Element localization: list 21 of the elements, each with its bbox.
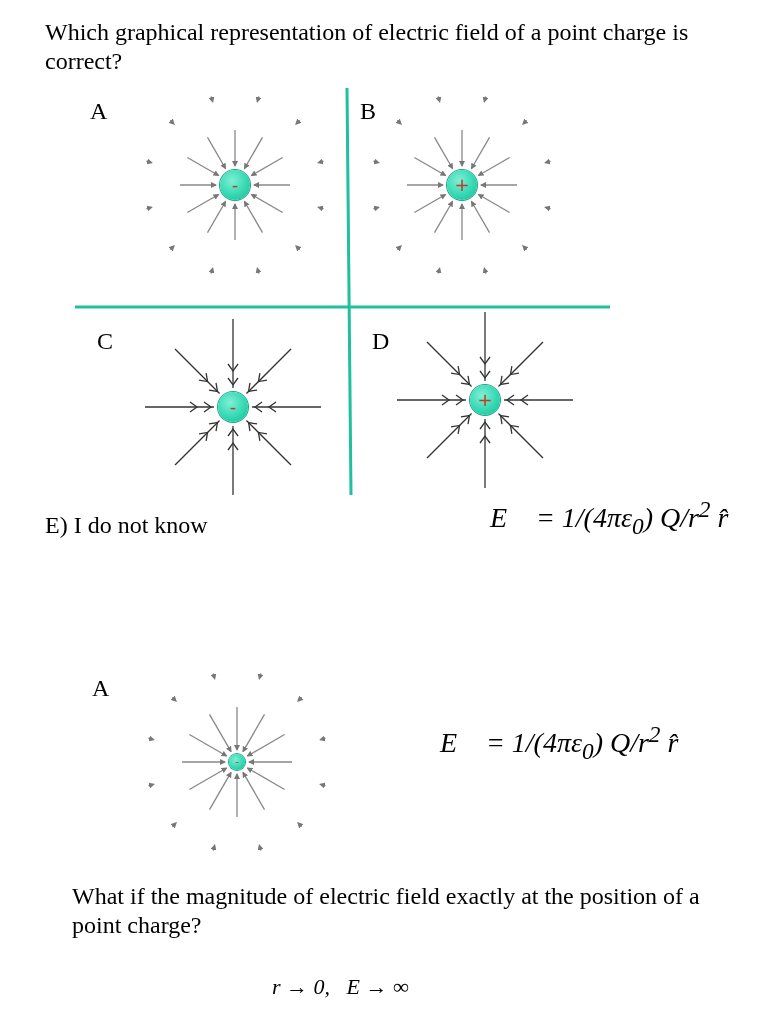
point-charge bbox=[447, 170, 477, 200]
charge-sign: + bbox=[477, 391, 493, 409]
question-text: What if the magnitude of electric field exactly at the position of a point charge? bbox=[72, 882, 701, 940]
charge-sign: - bbox=[231, 176, 239, 194]
charge-sign: - bbox=[235, 757, 239, 767]
point-charge bbox=[470, 385, 500, 415]
answer-option: E) I do not know bbox=[45, 511, 208, 540]
point-charge bbox=[220, 170, 250, 200]
panel-letter: B bbox=[360, 97, 376, 126]
panel-letter: A bbox=[90, 97, 108, 126]
panel-letter: D bbox=[372, 327, 390, 356]
formula: E⃗ = 1/(4πε$_{0}$) Q/r$^{2}$ r̂ bbox=[490, 495, 729, 541]
point-charge bbox=[218, 392, 248, 422]
question-text: Which graphical representation of electric field of a point charge is correct? bbox=[45, 18, 690, 76]
formula: r → 0, E → ∞ bbox=[272, 973, 409, 1001]
formula: E⃗ = 1/(4πε$_{0}$) Q/r$^{2}$ r̂ bbox=[440, 720, 679, 766]
point-charge bbox=[229, 754, 245, 770]
panel-letter: A bbox=[92, 674, 110, 703]
charge-sign: - bbox=[229, 398, 237, 416]
charge-sign: + bbox=[454, 176, 470, 194]
panel-letter: C bbox=[97, 327, 113, 356]
